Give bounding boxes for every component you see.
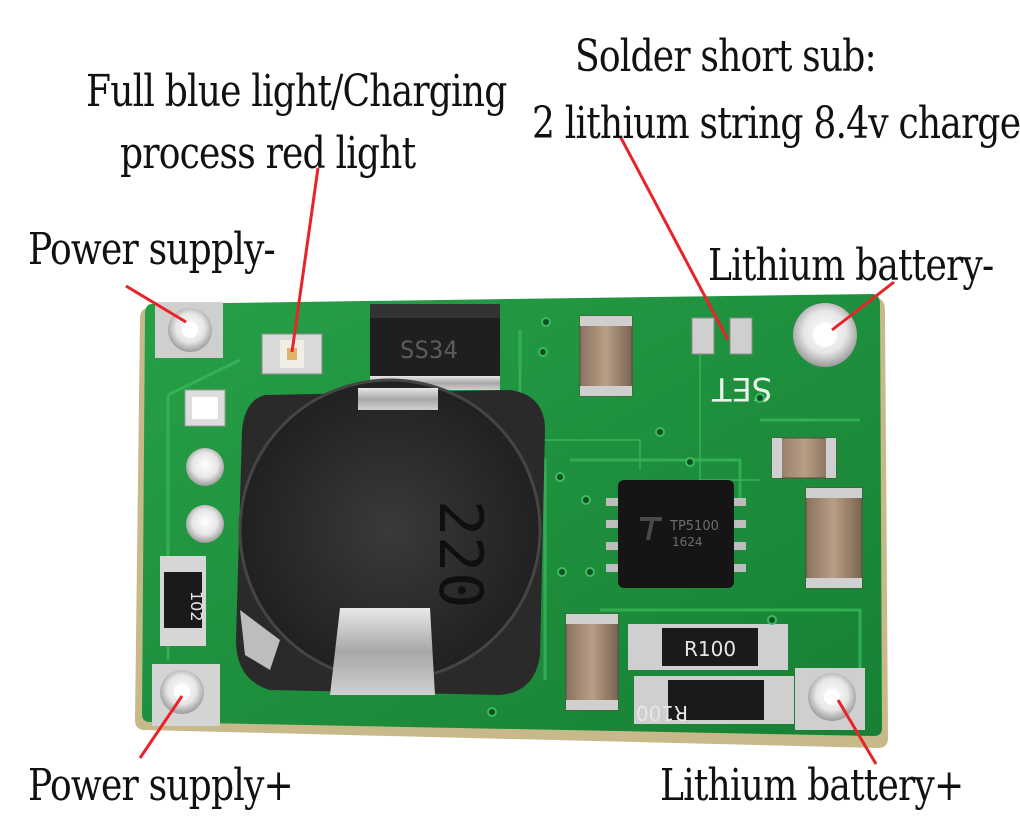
- diode-ss34: SS34: [370, 304, 500, 390]
- ic-marking-line1: TP5100: [669, 519, 719, 534]
- line-power-minus: [125, 284, 187, 324]
- capacitor-right-small: [771, 437, 837, 479]
- pad-power-supply-plus: [152, 664, 220, 726]
- led: [261, 333, 323, 375]
- pad-power-supply-minus: [155, 302, 223, 358]
- resistor-102: 102: [160, 556, 206, 646]
- line-power-plus: [138, 695, 184, 759]
- vias: [487, 317, 777, 717]
- capacitor-top: [579, 315, 633, 397]
- pad-lithium-battery-plus: [795, 668, 865, 730]
- side-pads: [184, 389, 226, 543]
- annotation-lines: [125, 135, 895, 765]
- resistor-top-marking: R100: [684, 637, 736, 661]
- line-solder: [618, 135, 730, 341]
- ic-tp5100: TP5100 1624: [606, 480, 746, 588]
- inductor-220: 220: [236, 378, 545, 695]
- diode-marking: SS34: [400, 336, 458, 364]
- line-full-blue: [290, 167, 320, 353]
- capacitor-right-large: [805, 487, 863, 589]
- resistor-r100-bottom: R100: [634, 676, 794, 725]
- inductor-marking: 220: [425, 500, 495, 608]
- small-resistor-marking: 102: [187, 591, 206, 622]
- line-li-minus: [831, 280, 895, 332]
- label-full-blue-line2: process red light: [120, 128, 416, 179]
- label-power-supply-minus: Power supply-: [28, 224, 276, 275]
- line-li-plus: [836, 699, 878, 765]
- label-power-supply-plus: Power supply+: [28, 760, 294, 811]
- label-lithium-battery-minus: Lithium battery-: [708, 240, 994, 291]
- silkscreen-set: SET: [711, 370, 772, 408]
- ic-marking-line2: 1624: [672, 535, 703, 549]
- label-solder-line1: Solder short sub:: [575, 31, 877, 82]
- label-lithium-battery-plus: Lithium battery+: [660, 760, 964, 811]
- label-full-blue-line1: Full blue light/Charging: [86, 66, 507, 117]
- pad-lithium-battery-minus: [793, 303, 857, 367]
- label-solder-line2: 2 lithium string 8.4v charge: [532, 98, 1020, 149]
- resistor-r100-top: R100: [628, 624, 788, 670]
- capacitor-bottom: [565, 613, 619, 711]
- resistor-bottom-marking: R100: [636, 701, 688, 725]
